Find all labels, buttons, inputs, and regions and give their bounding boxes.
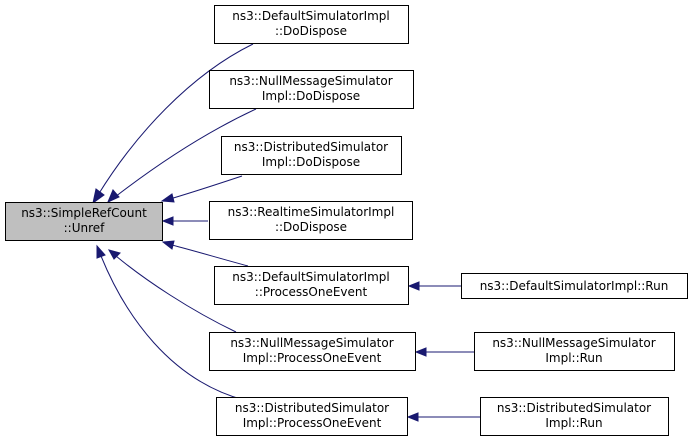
node-n6-line2: Impl::ProcessOneEvent xyxy=(243,351,382,365)
node-n4-line1: ns3::RealtimeSimulatorImpl xyxy=(228,205,395,219)
node-n9-line1: ns3::NullMessageSimulator xyxy=(492,336,655,350)
node-n4[interactable]: ns3::RealtimeSimulatorImpl ::DoDispose xyxy=(209,201,413,240)
edge-n2-to-root xyxy=(114,108,257,198)
node-n10[interactable]: ns3::DistributedSimulator Impl::Run xyxy=(480,397,669,436)
nodes: ns3::SimpleRefCount ::Unref ns3::Default… xyxy=(5,5,688,436)
edge-n7-to-root xyxy=(100,255,245,401)
edge-n6-to-root xyxy=(115,255,237,333)
node-n3-line1: ns3::DistributedSimulator xyxy=(234,140,388,154)
node-n2[interactable]: ns3::NullMessageSimulator Impl::DoDispos… xyxy=(209,70,414,109)
node-n5[interactable]: ns3::DefaultSimulatorImpl ::ProcessOneEv… xyxy=(214,266,409,305)
arrowhead-n7 xyxy=(96,244,106,259)
node-n6[interactable]: ns3::NullMessageSimulator Impl::ProcessO… xyxy=(209,332,416,371)
arrowhead-n8 xyxy=(407,281,420,291)
node-n3[interactable]: ns3::DistributedSimulator Impl::DoDispos… xyxy=(221,136,402,175)
arrowhead-n5 xyxy=(161,240,175,250)
arrowhead-n6 xyxy=(107,249,121,260)
arrowhead-n1 xyxy=(92,188,105,205)
arrowhead-n3 xyxy=(160,193,175,203)
node-n5-line2: ::ProcessOneEvent xyxy=(255,285,368,299)
edge-n1-to-root xyxy=(97,43,254,196)
node-n8[interactable]: ns3::DefaultSimulatorImpl::Run xyxy=(461,273,688,299)
node-n10-line2: Impl::Run xyxy=(545,416,602,430)
node-n2-line2: Impl::DoDispose xyxy=(262,89,360,103)
edges xyxy=(92,43,480,422)
node-root-line2: ::Unref xyxy=(64,221,106,235)
arrowhead-n10 xyxy=(406,412,419,422)
arrowhead-n4 xyxy=(161,216,174,226)
node-n1[interactable]: ns3::DefaultSimulatorImpl ::DoDispose xyxy=(214,5,409,44)
node-n2-line1: ns3::NullMessageSimulator xyxy=(229,74,392,88)
node-n1-line1: ns3::DefaultSimulatorImpl xyxy=(232,9,390,23)
node-n6-line1: ns3::NullMessageSimulator xyxy=(230,336,393,350)
node-n1-line2: ::DoDispose xyxy=(275,24,347,38)
edge-n5-to-root xyxy=(171,244,249,267)
node-n9[interactable]: ns3::NullMessageSimulator Impl::Run xyxy=(474,332,675,371)
node-n4-line2: ::DoDispose xyxy=(275,220,347,234)
node-n3-line2: Impl::DoDispose xyxy=(262,155,360,169)
arrowhead-n9 xyxy=(414,347,427,357)
node-root-line1: ns3::SimpleRefCount xyxy=(21,206,147,220)
node-n7-line1: ns3::DistributedSimulator xyxy=(235,401,389,415)
node-n10-line1: ns3::DistributedSimulator xyxy=(497,401,651,415)
node-n5-line1: ns3::DefaultSimulatorImpl xyxy=(232,270,390,284)
node-n8-line1: ns3::DefaultSimulatorImpl::Run xyxy=(480,279,669,293)
node-n9-line2: Impl::Run xyxy=(545,351,602,365)
arrowhead-n2 xyxy=(107,189,120,203)
node-root[interactable]: ns3::SimpleRefCount ::Unref xyxy=(5,202,163,241)
edge-n3-to-root xyxy=(169,175,243,200)
node-n7[interactable]: ns3::DistributedSimulator Impl::ProcessO… xyxy=(216,397,408,436)
node-n7-line2: Impl::ProcessOneEvent xyxy=(243,416,382,430)
